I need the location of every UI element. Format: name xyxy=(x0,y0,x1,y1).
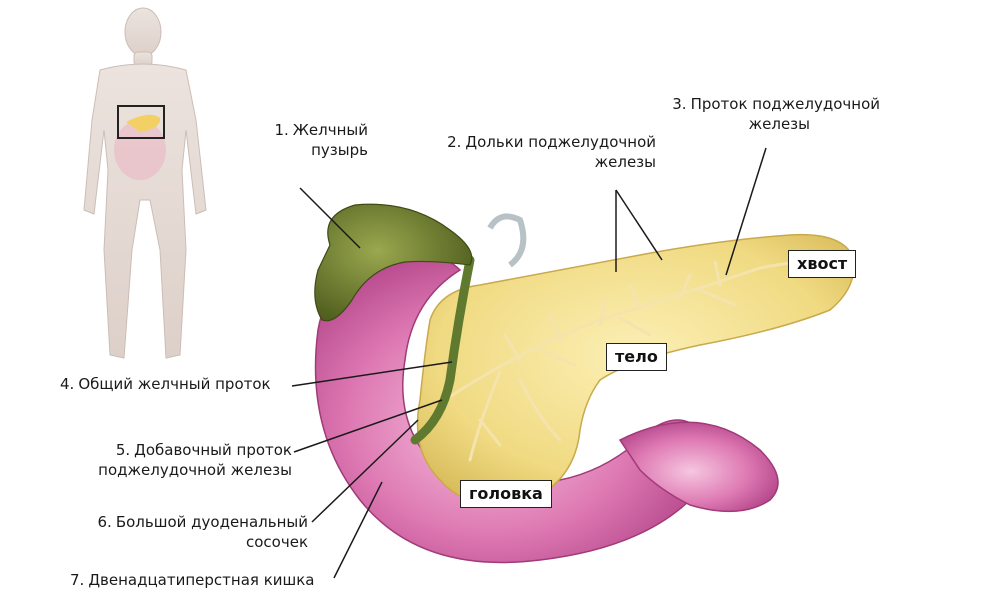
tag-body: тело xyxy=(606,343,667,371)
highlight-box xyxy=(117,105,165,139)
duodenum-lower-loop xyxy=(618,421,779,513)
vessels xyxy=(487,213,527,268)
label-gallbladder-line2: пузырь xyxy=(311,141,368,159)
label-papilla-line2: сосочек xyxy=(246,533,308,551)
label-gallbladder: 1.Желчный пузырь xyxy=(238,120,368,160)
label-lobules: 2.Дольки поджелудочной железы xyxy=(418,132,656,172)
label-duct: 3.Проток поджелудочной железы xyxy=(640,94,880,134)
label-gallbladder-line1: Желчный xyxy=(292,121,368,139)
label-common-bile: 4.Общий желчный проток xyxy=(60,374,271,394)
label-accessory-line2: поджелудочной железы xyxy=(98,461,292,479)
label-papilla-num: 6. xyxy=(97,513,112,531)
label-accessory-line1: Добавочный проток xyxy=(134,441,292,459)
tag-head: головка xyxy=(460,480,552,508)
label-papilla: 6.Большой дуоденальный сосочек xyxy=(70,512,308,552)
label-duct-line1: Проток поджелудочной xyxy=(690,95,880,113)
label-duodenum: 7.Двенадцатиперстная кишка xyxy=(70,570,314,590)
label-duodenum-num: 7. xyxy=(70,571,85,589)
pancreatic-duct xyxy=(443,260,812,462)
pancreas-shape xyxy=(416,233,855,506)
label-accessory: 5.Добавочный проток поджелудочной железы xyxy=(70,440,292,480)
label-lobules-line1: Дольки поджелудочной xyxy=(465,133,656,151)
label-common-bile-num: 4. xyxy=(60,375,75,393)
label-lobules-num: 2. xyxy=(447,133,462,151)
label-common-bile-line1: Общий желчный проток xyxy=(78,375,271,393)
tag-tail: хвост xyxy=(788,250,857,278)
label-accessory-num: 5. xyxy=(115,441,131,459)
human-silhouette xyxy=(83,7,207,359)
label-lobules-line2: железы xyxy=(594,153,656,171)
common-bile-duct xyxy=(410,255,475,445)
label-gallbladder-num: 1. xyxy=(274,121,289,139)
leader-lines xyxy=(291,147,767,579)
label-papilla-line1: Большой дуоденальный xyxy=(115,513,308,531)
silhouette-organs xyxy=(114,105,166,180)
label-duct-line2: железы xyxy=(748,115,810,133)
gallbladder-shape xyxy=(314,203,473,322)
label-duodenum-line1: Двенадцатиперстная кишка xyxy=(88,571,315,589)
label-duct-num: 3. xyxy=(672,95,687,113)
